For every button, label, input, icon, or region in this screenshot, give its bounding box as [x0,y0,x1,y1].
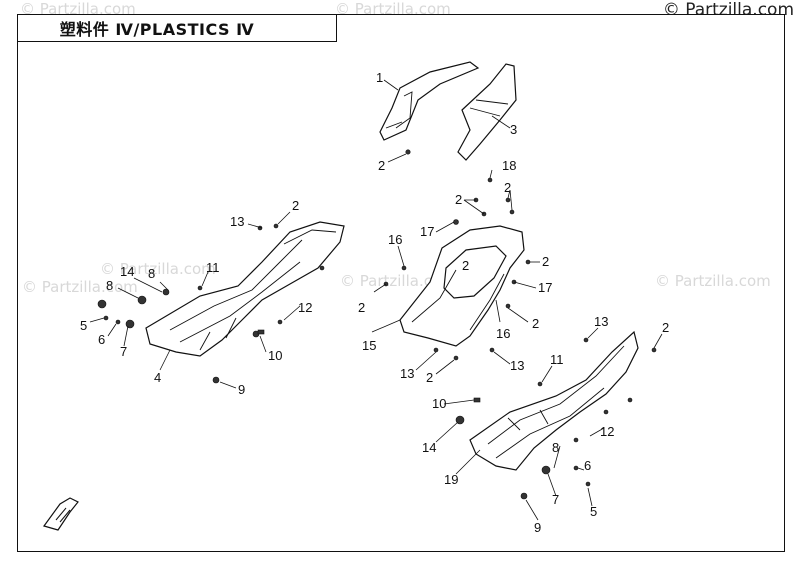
watermark-mid-left: © Partzilla.com [100,260,216,278]
callout-7-a: 7 [120,344,127,359]
callout-2-c: 2 [504,180,511,195]
part-15-center-frame[interactable] [399,225,525,347]
callout-12-b: 12 [600,424,614,439]
diagram-frame [17,14,785,552]
callout-13-b: 13 [400,366,414,381]
callout-2-j: 2 [662,320,669,335]
hardware-fasteners [97,149,657,500]
callout-17-a: 17 [420,224,434,239]
callout-8-c: 8 [552,440,559,455]
callout-17-b: 17 [538,280,552,295]
callout-2-h: 2 [426,370,433,385]
callout-1: 1 [376,70,383,85]
watermark-top-left: © Partzilla.com [20,0,136,18]
part-4-side-panel[interactable] [145,221,345,357]
callout-2-a: 2 [378,158,385,173]
callout-6-a: 6 [98,332,105,347]
callout-labels: 1 2 3 18 2 2 17 16 2 2 17 2 15 2 16 13 1… [80,70,669,535]
callout-2-d: 2 [462,258,469,273]
callout-2-g: 2 [532,316,539,331]
callout-12-a: 12 [298,300,312,315]
watermark-left: © Partzilla.com [22,278,138,296]
callout-10-b: 10 [432,396,446,411]
callout-10-a: 10 [268,348,282,363]
callout-2-b: 2 [455,192,462,207]
callout-11-a: 11 [206,260,220,275]
callout-5-a: 5 [80,318,87,333]
watermark-right: © Partzilla.com [655,272,771,290]
callout-9-a: 9 [238,382,245,397]
part-3-cover[interactable] [457,63,517,161]
callout-5-b: 5 [590,504,597,519]
callout-8-a: 8 [148,266,155,281]
callout-2-f: 2 [358,300,365,315]
callout-8-b: 8 [106,278,113,293]
callout-13-a: 13 [510,358,524,373]
callout-13-d: 13 [594,314,608,329]
page-title: 塑料件 Ⅳ/PLASTICS Ⅳ [59,20,255,39]
callout-3: 3 [510,122,517,137]
callout-14-b: 14 [422,440,436,455]
callout-7-b: 7 [552,492,559,507]
callout-2-i: 2 [292,198,299,213]
callout-13-c: 13 [230,214,244,229]
callout-16-a: 16 [388,232,402,247]
callout-15: 15 [362,338,376,353]
watermark-top-mid: © Partzilla.com [335,0,451,18]
callout-9-b: 9 [534,520,541,535]
part-19-side-panel[interactable] [469,330,639,471]
callout-4: 4 [154,370,161,385]
watermark-corner: © Partzilla.com [662,0,794,20]
callout-16-b: 16 [496,326,510,341]
callout-14-a: 14 [120,264,134,279]
part-1-cover[interactable] [379,61,480,141]
leader-lines [89,79,663,521]
callout-19: 19 [444,472,458,487]
front-direction-arrow-icon [43,497,79,531]
callout-6-b: 6 [584,458,591,473]
title-box: 塑料件 Ⅳ/PLASTICS Ⅳ [17,14,337,42]
callout-11-b: 11 [550,352,564,367]
callout-18: 18 [502,158,516,173]
callout-2-e: 2 [542,254,549,269]
